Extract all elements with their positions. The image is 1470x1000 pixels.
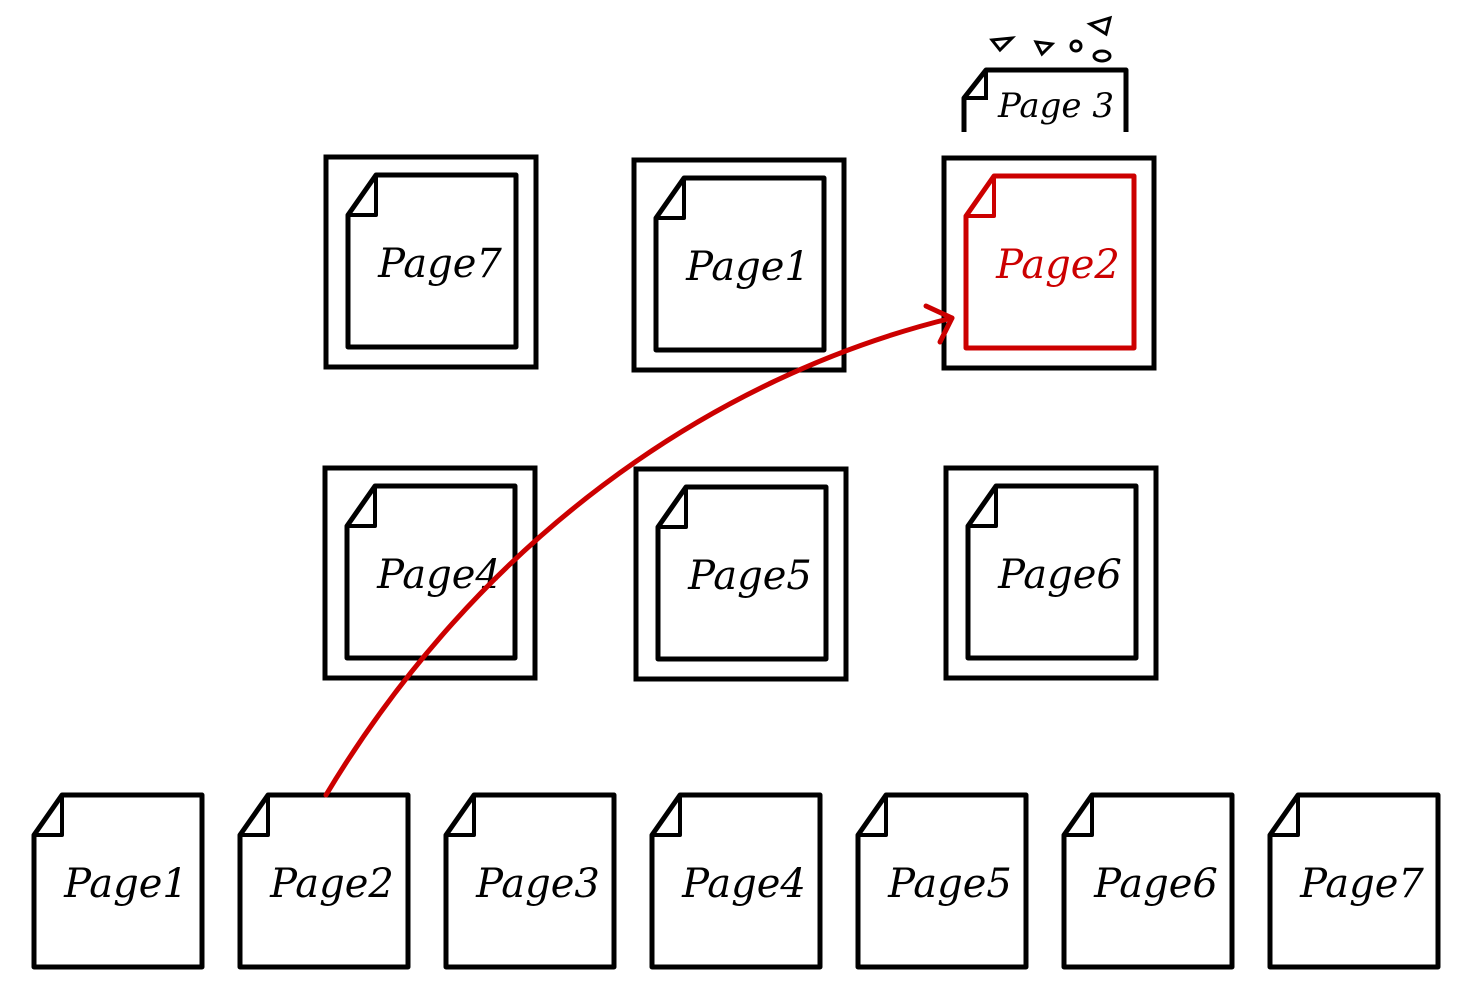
evicted-page-label: Page 3 [997,86,1114,126]
cache-slot-frame [633,466,849,682]
replacement-arrowhead-icon [923,303,955,345]
cache-slot-page-fold-icon [656,178,686,220]
replacement-arrow-curve [323,315,955,798]
cache-slot-frame [322,465,538,681]
page-card-outline [1061,792,1235,970]
cache-slot-page-outline [345,172,519,350]
page-card: Page7 [1267,792,1441,970]
cache-slot-page: Page1 [653,175,827,353]
page-card-fold-icon [240,795,270,837]
discard-fragments-icon [989,15,1113,63]
page-card: Page2 [237,792,411,970]
page-card: Page5 [855,792,1029,970]
cache-slot: Page7 [323,154,539,370]
page-card-label: Page4 [681,861,806,907]
cache-slot-page-fold-icon [966,176,996,218]
cache-slot-page-outline [963,173,1137,351]
replacement-arrow [323,303,955,798]
page-card: Page4 [649,792,823,970]
page-card-label: Page6 [1093,861,1218,907]
page-card-label: Page3 [475,861,600,907]
page-card-outline [237,792,411,970]
page-sequence-row: Page1 Page2 Page3 Page4 Page5 Page6 Page7 [31,792,1441,970]
page-card-outline [649,792,823,970]
cache-slot-page-label: Page2 [995,242,1120,288]
cache-slot-page-outline [344,483,518,661]
evicted-page-fold [964,70,988,100]
page-card-label: Page2 [269,861,394,907]
cache-slot-page-fold-icon [347,486,377,528]
page-card-fold-icon [446,795,476,837]
page-card-label: Page5 [887,861,1012,907]
cache-slot-frame [941,155,1157,371]
page-card-label: Page7 [1299,861,1424,907]
cache-slot-page: Page7 [345,172,519,350]
cache-slot: Page5 [633,466,849,682]
cache-slot-page-label: Page1 [685,244,810,290]
cache-slot: Page1 [631,157,847,373]
cache-slot-page-label: Page5 [687,553,812,599]
cache-slot-page-outline [653,175,827,353]
page-card-fold-icon [1064,795,1094,837]
page-card-fold-icon [1270,795,1300,837]
cache-slot-frame [631,157,847,373]
page-card-outline [31,792,205,970]
cache-slot-page-label: Page7 [377,241,502,287]
page-card-fold-icon [652,795,682,837]
cache-slot: Page2 [941,155,1157,371]
page-card-outline [855,792,1029,970]
cache-slot-page-fold-icon [968,486,998,528]
cache-slot-frame [323,154,539,370]
page-card-fold-icon [34,795,64,837]
page-card-fold-icon [858,795,888,837]
page-card-outline [1267,792,1441,970]
page-card: Page1 [31,792,205,970]
page-card-outline [443,792,617,970]
cache-slot-page-outline [655,484,829,662]
cache-slot-page-outline [965,483,1139,661]
cache-slot-page: Page4 [344,483,518,661]
cache-slot-page-fold-icon [658,487,688,529]
cache-slot-page: Page6 [965,483,1139,661]
cache-slot-page: Page5 [655,484,829,662]
page-card: Page6 [1061,792,1235,970]
cache-slot-page-label: Page6 [997,552,1122,598]
cache-slot-page-fold-icon [348,175,378,217]
cache-slot: Page6 [943,465,1159,681]
cache-slot-page: Page2 [963,173,1137,351]
page-card-label: Page1 [63,861,188,907]
page-card: Page3 [443,792,617,970]
evicted-page: Page 3 [961,15,1129,132]
cache-slot-frame [943,465,1159,681]
